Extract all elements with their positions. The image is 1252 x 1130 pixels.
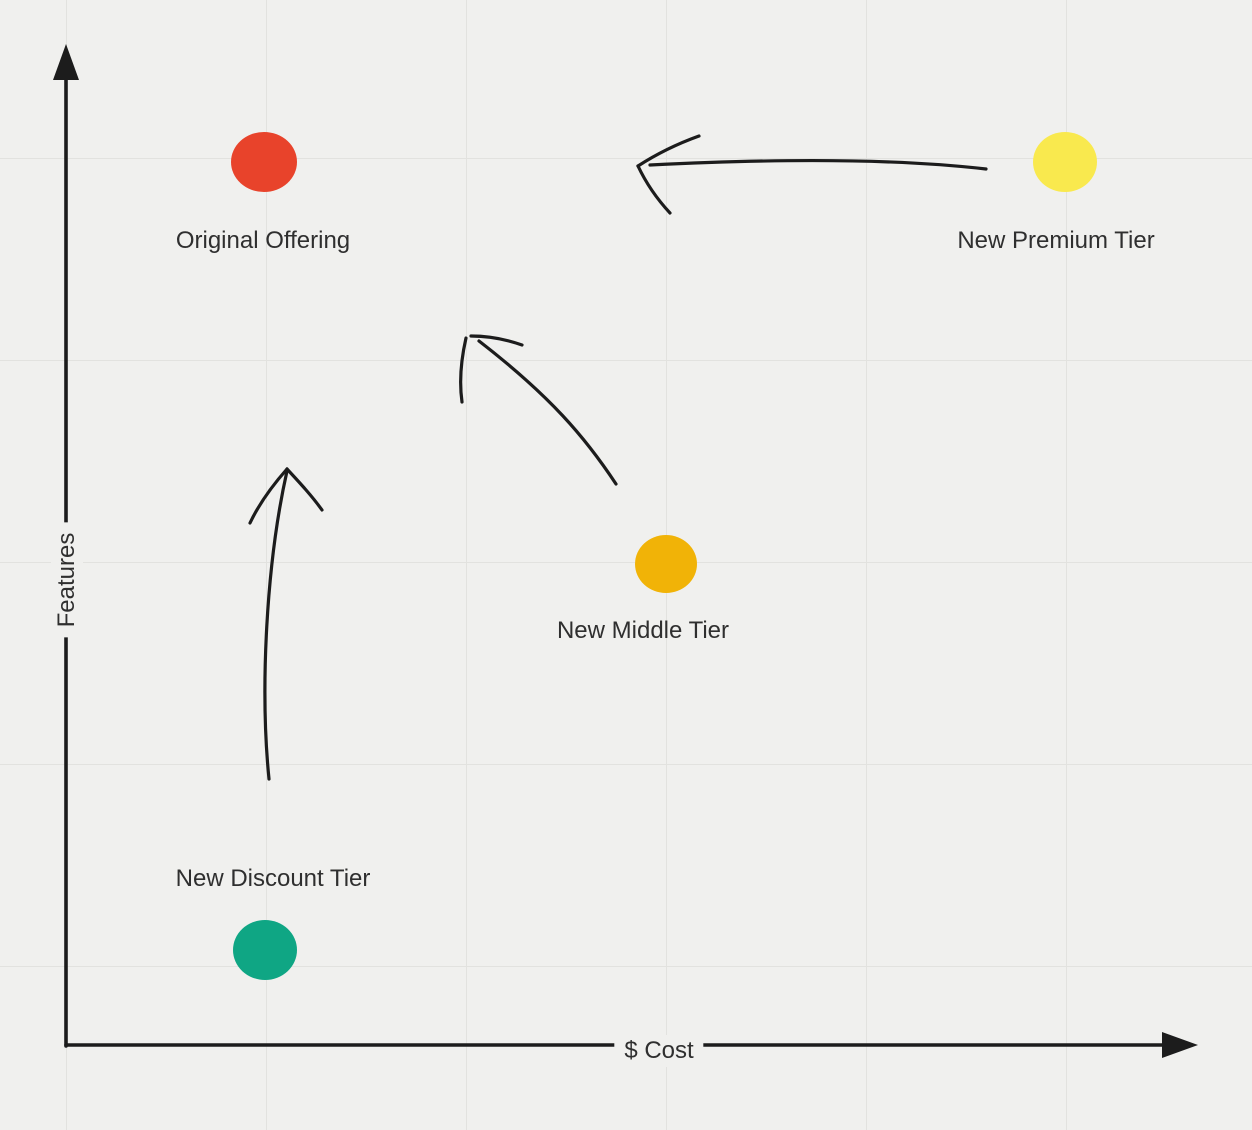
new-middle-tier-label: New Middle Tier — [556, 617, 730, 644]
original-offering-label: Original Offering — [175, 227, 351, 254]
new-middle-tier-dot — [635, 535, 697, 593]
y-axis-arrowhead-icon — [53, 44, 79, 80]
y-axis-label: Features — [51, 522, 83, 638]
arrow-middle-up-left — [458, 334, 618, 486]
arrow-discount-up — [248, 467, 324, 781]
arrow-premium-leftward — [636, 134, 988, 215]
x-axis-arrowhead-icon — [1162, 1032, 1198, 1058]
original-offering-dot — [231, 132, 297, 192]
new-discount-tier-dot — [233, 920, 297, 980]
new-premium-tier-label: New Premium Tier — [957, 227, 1155, 254]
x-axis-label: $ Cost — [614, 1035, 704, 1067]
new-discount-tier-label: New Discount Tier — [175, 865, 371, 892]
new-premium-tier-dot — [1033, 132, 1097, 192]
